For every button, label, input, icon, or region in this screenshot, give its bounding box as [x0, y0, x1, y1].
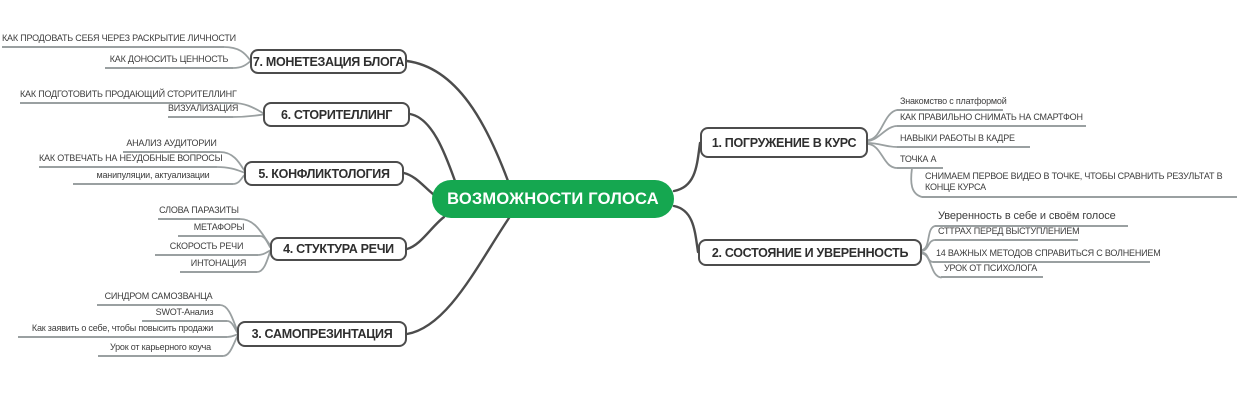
edge-root-branch7 — [405, 59, 510, 183]
edge-branch7-sub2 — [232, 60, 251, 69]
edge-root-branch5 — [402, 171, 435, 196]
edge-root-branch2 — [672, 204, 700, 254]
subtopic-7-2[interactable]: КАК ДОНОСИТЬ ЦЕННОСТЬ — [105, 54, 233, 69]
edge-branch3-sub2 — [226, 320, 238, 333]
edge-root-branch3 — [405, 216, 511, 336]
subtopic-1-3[interactable]: НАВЫКИ РАБОТЫ В КАДРЕ — [897, 133, 1030, 148]
edge-branch2-sub1 — [921, 225, 936, 251]
branch-node-6[interactable]: 6. СТОРИТЕЛЛИНГ — [263, 102, 410, 127]
edge-branch4-sub2 — [259, 235, 271, 248]
edge-branch7-sub1 — [223, 46, 251, 61]
edge-branch5-sub2 — [216, 166, 245, 174]
edge-branch5-sub1 — [219, 151, 245, 171]
subtopic-6-2[interactable]: ВИЗУАЛИЗАЦИЯ — [168, 103, 238, 118]
edge-root-branch4 — [405, 215, 446, 251]
edge-branch4-sub4 — [256, 251, 271, 273]
central-topic[interactable]: ВОЗМОЖНОСТИ ГОЛОСА — [432, 180, 674, 218]
edge-branch3-sub3 — [226, 333, 238, 338]
subtopic-2-4[interactable]: УРОК ОТ ПСИХОЛОГА — [941, 263, 1043, 278]
subtopic-1-4-child-1[interactable]: СНИМАЕМ ПЕРВОЕ ВИДЕО В ТОЧКЕ, ЧТОБЫ СРАВ… — [922, 171, 1237, 198]
edge-branch1-sub1 — [867, 109, 898, 141]
branch-node-1[interactable]: 1. ПОГРУЖЕНИЕ В КУРС — [700, 127, 868, 158]
subtopic-3-3[interactable]: Как заявить о себе, чтобы повысить прода… — [18, 323, 227, 338]
edge-branch3-sub1 — [219, 304, 238, 331]
subtopic-1-4[interactable]: ТОЧКА А — [897, 154, 943, 169]
subtopic-3-1[interactable]: СИНДРОМ САМОЗВАНЦА — [97, 291, 220, 306]
edge-branch2-sub2 — [921, 239, 936, 252]
edge-branch1-sub2 — [867, 125, 898, 142]
branch-node-3[interactable]: 3. САМОПРЕЗИНТАЦИЯ — [237, 321, 407, 347]
subtopic-4-1[interactable]: СЛОВА ПАРАЗИТЫ — [158, 205, 240, 220]
subtopic-1-1[interactable]: Знакомство с платформой — [897, 96, 1007, 111]
edge-branch6-sub1 — [232, 102, 264, 114]
subtopic-2-3[interactable]: 14 ВАЖНЫХ МЕТОДОВ СПРАВИТЬСЯ С ВОЛНЕНИЕМ — [933, 248, 1161, 263]
subtopic-4-3[interactable]: СКОРОСТЬ РЕЧИ — [155, 241, 258, 256]
edge-root-branch6 — [408, 112, 457, 183]
branch-node-4[interactable]: 4. СТУКТУРА РЕЧИ — [270, 237, 407, 261]
edge-branch1-sub4 — [867, 143, 898, 169]
branch-node-2[interactable]: 2. СОСТОЯНИЕ И УВЕРЕННОСТЬ — [698, 239, 922, 266]
edge-branch6-sub2 — [232, 113, 264, 118]
edge-root-branch1 — [672, 141, 702, 193]
edge-branch5-sub3 — [232, 174, 245, 185]
subtopic-5-1[interactable]: АНАЛИЗ АУДИТОРИИ — [123, 138, 220, 153]
subtopic-1-2[interactable]: КАК ПРАВИЛЬНО СНИМАТЬ НА СМАРТФОН — [897, 112, 1086, 127]
subtopic-5-2[interactable]: КАК ОТВЕЧАТЬ НА НЕУДОБНЫЕ ВОПРОСЫ — [39, 153, 223, 168]
subtopic-2-2[interactable]: СТТРАХ ПЕРЕД ВЫСТУПЛЕНИЕМ — [935, 226, 1080, 241]
subtopic-4-4[interactable]: ИНТОНАЦИЯ — [180, 258, 257, 273]
subtopic-6-1[interactable]: КАК ПОДГОТОВИТЬ ПРОДАЮЩИЙ СТОРИТЕЛЛИНГ — [20, 89, 237, 104]
edge-branch1-sub3 — [867, 142, 898, 148]
subtopic-3-4[interactable]: Урок от карьерного коуча — [98, 342, 223, 357]
edge-branch3-sub4 — [222, 336, 238, 357]
subtopic-5-3[interactable]: манипуляции, актуализации — [73, 170, 233, 185]
subtopic-4-2[interactable]: МЕТАФОРЫ — [178, 222, 260, 237]
branch-node-7[interactable]: 7. МОНЕТЕЗАЦИЯ БЛОГА — [250, 49, 407, 74]
subtopic-7-1[interactable]: КАК ПРОДОВАТЬ СЕБЯ ЧЕРЕЗ РАСКРЫТИЕ ЛИЧНО… — [2, 33, 236, 48]
edge-branch2-sub4 — [921, 252, 942, 279]
edge-sub4-child1 — [910, 167, 923, 198]
subtopic-3-2[interactable]: SWOT-Анализ — [142, 307, 227, 322]
edge-branch4-sub3 — [257, 249, 271, 256]
subtopic-2-1[interactable]: Уверенность в себе и своём голосе — [935, 210, 1128, 227]
branch-node-5[interactable]: 5. КОНФЛИКТОЛОГИЯ — [244, 161, 404, 186]
